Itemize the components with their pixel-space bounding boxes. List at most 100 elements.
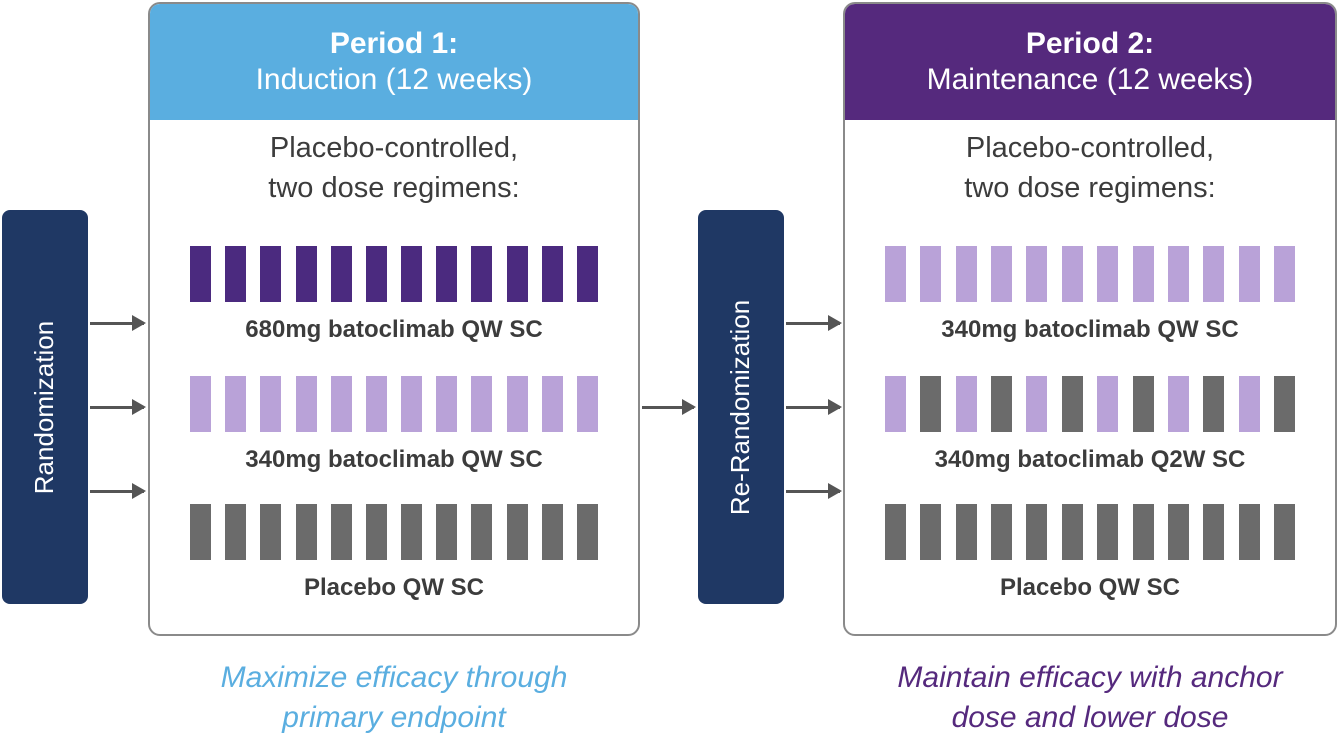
dose-bar	[190, 246, 211, 302]
rerandomization-bar: Re-Randomization	[698, 210, 784, 604]
placebo-dose-bar	[1203, 376, 1225, 432]
period1-title: Period 1:	[329, 27, 459, 60]
dose-bar	[955, 246, 977, 302]
period2-arm: 340mg batoclimab Q2W SC	[885, 376, 1295, 473]
dose-bar	[885, 246, 906, 302]
dose-bar	[190, 376, 211, 432]
period2-subtitle: Maintenance (12 weeks)	[926, 63, 1254, 96]
placebo-dose-bar	[365, 504, 387, 560]
dose-bar	[1167, 246, 1189, 302]
placebo-dose-bar	[225, 504, 247, 560]
period2-caption-line1: Maintain efficacy with anchor	[897, 661, 1283, 694]
period1-arm: 340mg batoclimab QW SC	[190, 376, 598, 473]
placebo-dose-bar	[991, 504, 1013, 560]
period1-arm: 680mg batoclimab QW SC	[190, 246, 598, 343]
dose-bars	[190, 246, 598, 302]
dose-bar	[471, 246, 493, 302]
period1-desc-line1: Placebo-controlled,	[269, 132, 519, 164]
dose-bar	[1167, 376, 1189, 432]
placebo-dose-bar	[920, 504, 942, 560]
period1-subtitle: Induction (12 weeks)	[255, 63, 533, 96]
dose-bar	[1026, 376, 1048, 432]
dose-bar	[436, 246, 458, 302]
dose-bar	[576, 246, 598, 302]
placebo-dose-bar	[471, 504, 493, 560]
dose-bar	[1026, 246, 1048, 302]
placebo-dose-bar	[1061, 376, 1083, 432]
placebo-dose-bar	[1061, 504, 1083, 560]
dose-bar	[225, 246, 247, 302]
period1-header: Period 1: Induction (12 weeks)	[150, 4, 638, 120]
placebo-dose-bar	[1097, 504, 1119, 560]
dose-bar	[471, 376, 493, 432]
placebo-dose-bar	[401, 504, 423, 560]
dose-bar	[295, 246, 317, 302]
placebo-dose-bar	[1238, 504, 1260, 560]
dose-bar	[506, 246, 528, 302]
period2-description: Placebo-controlled, two dose regimens:	[845, 128, 1335, 208]
dose-bar	[885, 376, 906, 432]
dose-bar	[991, 246, 1013, 302]
dose-bar	[365, 376, 387, 432]
placebo-dose-bar	[955, 504, 977, 560]
arrow-to-arm1-p1	[90, 315, 146, 331]
placebo-dose-bar	[330, 504, 352, 560]
placebo-dose-bar	[506, 504, 528, 560]
arm-label: 340mg batoclimab QW SC	[941, 316, 1239, 343]
period1-arm: Placebo QW SC	[190, 504, 598, 601]
period2-header: Period 2: Maintenance (12 weeks)	[845, 4, 1335, 120]
arm-label: 340mg batoclimab Q2W SC	[934, 446, 1246, 473]
arm-label: 680mg batoclimab QW SC	[245, 316, 543, 343]
dose-bar	[1097, 376, 1119, 432]
dose-bar	[330, 246, 352, 302]
dose-bars	[885, 246, 1295, 302]
dose-bar	[541, 376, 563, 432]
period2-arm: Placebo QW SC	[885, 504, 1295, 601]
arrow-to-arm3-p1	[90, 483, 146, 499]
dose-bar	[225, 376, 247, 432]
dose-bar	[1238, 246, 1260, 302]
randomization-bar: Randomization	[2, 210, 88, 604]
arm-label: 340mg batoclimab QW SC	[245, 446, 543, 473]
period2-desc-line2: two dose regimens:	[964, 172, 1216, 204]
placebo-dose-bar	[1203, 504, 1225, 560]
dose-bar	[1238, 376, 1260, 432]
placebo-dose-bar	[576, 504, 598, 560]
dose-bar	[365, 246, 387, 302]
arm-label: Placebo QW SC	[303, 574, 485, 601]
arrow-to-rerandomization	[642, 399, 696, 415]
dose-bar	[1061, 246, 1083, 302]
dose-bars	[190, 376, 598, 432]
placebo-dose-bar	[1273, 504, 1295, 560]
dose-bar	[1273, 246, 1295, 302]
dose-bar	[436, 376, 458, 432]
arrow-to-arm2-p1	[90, 399, 146, 415]
dose-bar	[401, 376, 423, 432]
placebo-dose-bar	[1132, 376, 1154, 432]
placebo-dose-bar	[920, 376, 942, 432]
dose-bar	[1203, 246, 1225, 302]
placebo-dose-bar	[295, 504, 317, 560]
placebo-dose-bar	[541, 504, 563, 560]
placebo-dose-bar	[190, 504, 211, 560]
dose-bar	[1132, 246, 1154, 302]
rerandomization-label: Re-Randomization	[725, 299, 756, 515]
period2-title: Period 2:	[1025, 27, 1155, 60]
arrow-to-arm1-p2	[786, 315, 842, 331]
period1-desc-line2: two dose regimens:	[268, 172, 520, 204]
period2-arm: 340mg batoclimab QW SC	[885, 246, 1295, 343]
dose-bar	[506, 376, 528, 432]
placebo-dose-bar	[1026, 504, 1048, 560]
period1-caption-line2: primary endpoint	[282, 701, 506, 734]
placebo-dose-bar	[1167, 504, 1189, 560]
dose-bar	[1097, 246, 1119, 302]
period1-box: Period 1: Induction (12 weeks) Placebo-c…	[148, 2, 640, 636]
period2-caption: Maintain efficacy with anchor dose and l…	[843, 658, 1337, 738]
arm-label: Placebo QW SC	[999, 574, 1181, 601]
placebo-dose-bar	[1132, 504, 1154, 560]
period1-caption: Maximize efficacy through primary endpoi…	[150, 658, 638, 738]
dose-bar	[955, 376, 977, 432]
period2-box: Period 2: Maintenance (12 weeks) Placebo…	[843, 2, 1337, 636]
arrow-to-arm2-p2	[786, 399, 842, 415]
dose-bar	[260, 376, 282, 432]
